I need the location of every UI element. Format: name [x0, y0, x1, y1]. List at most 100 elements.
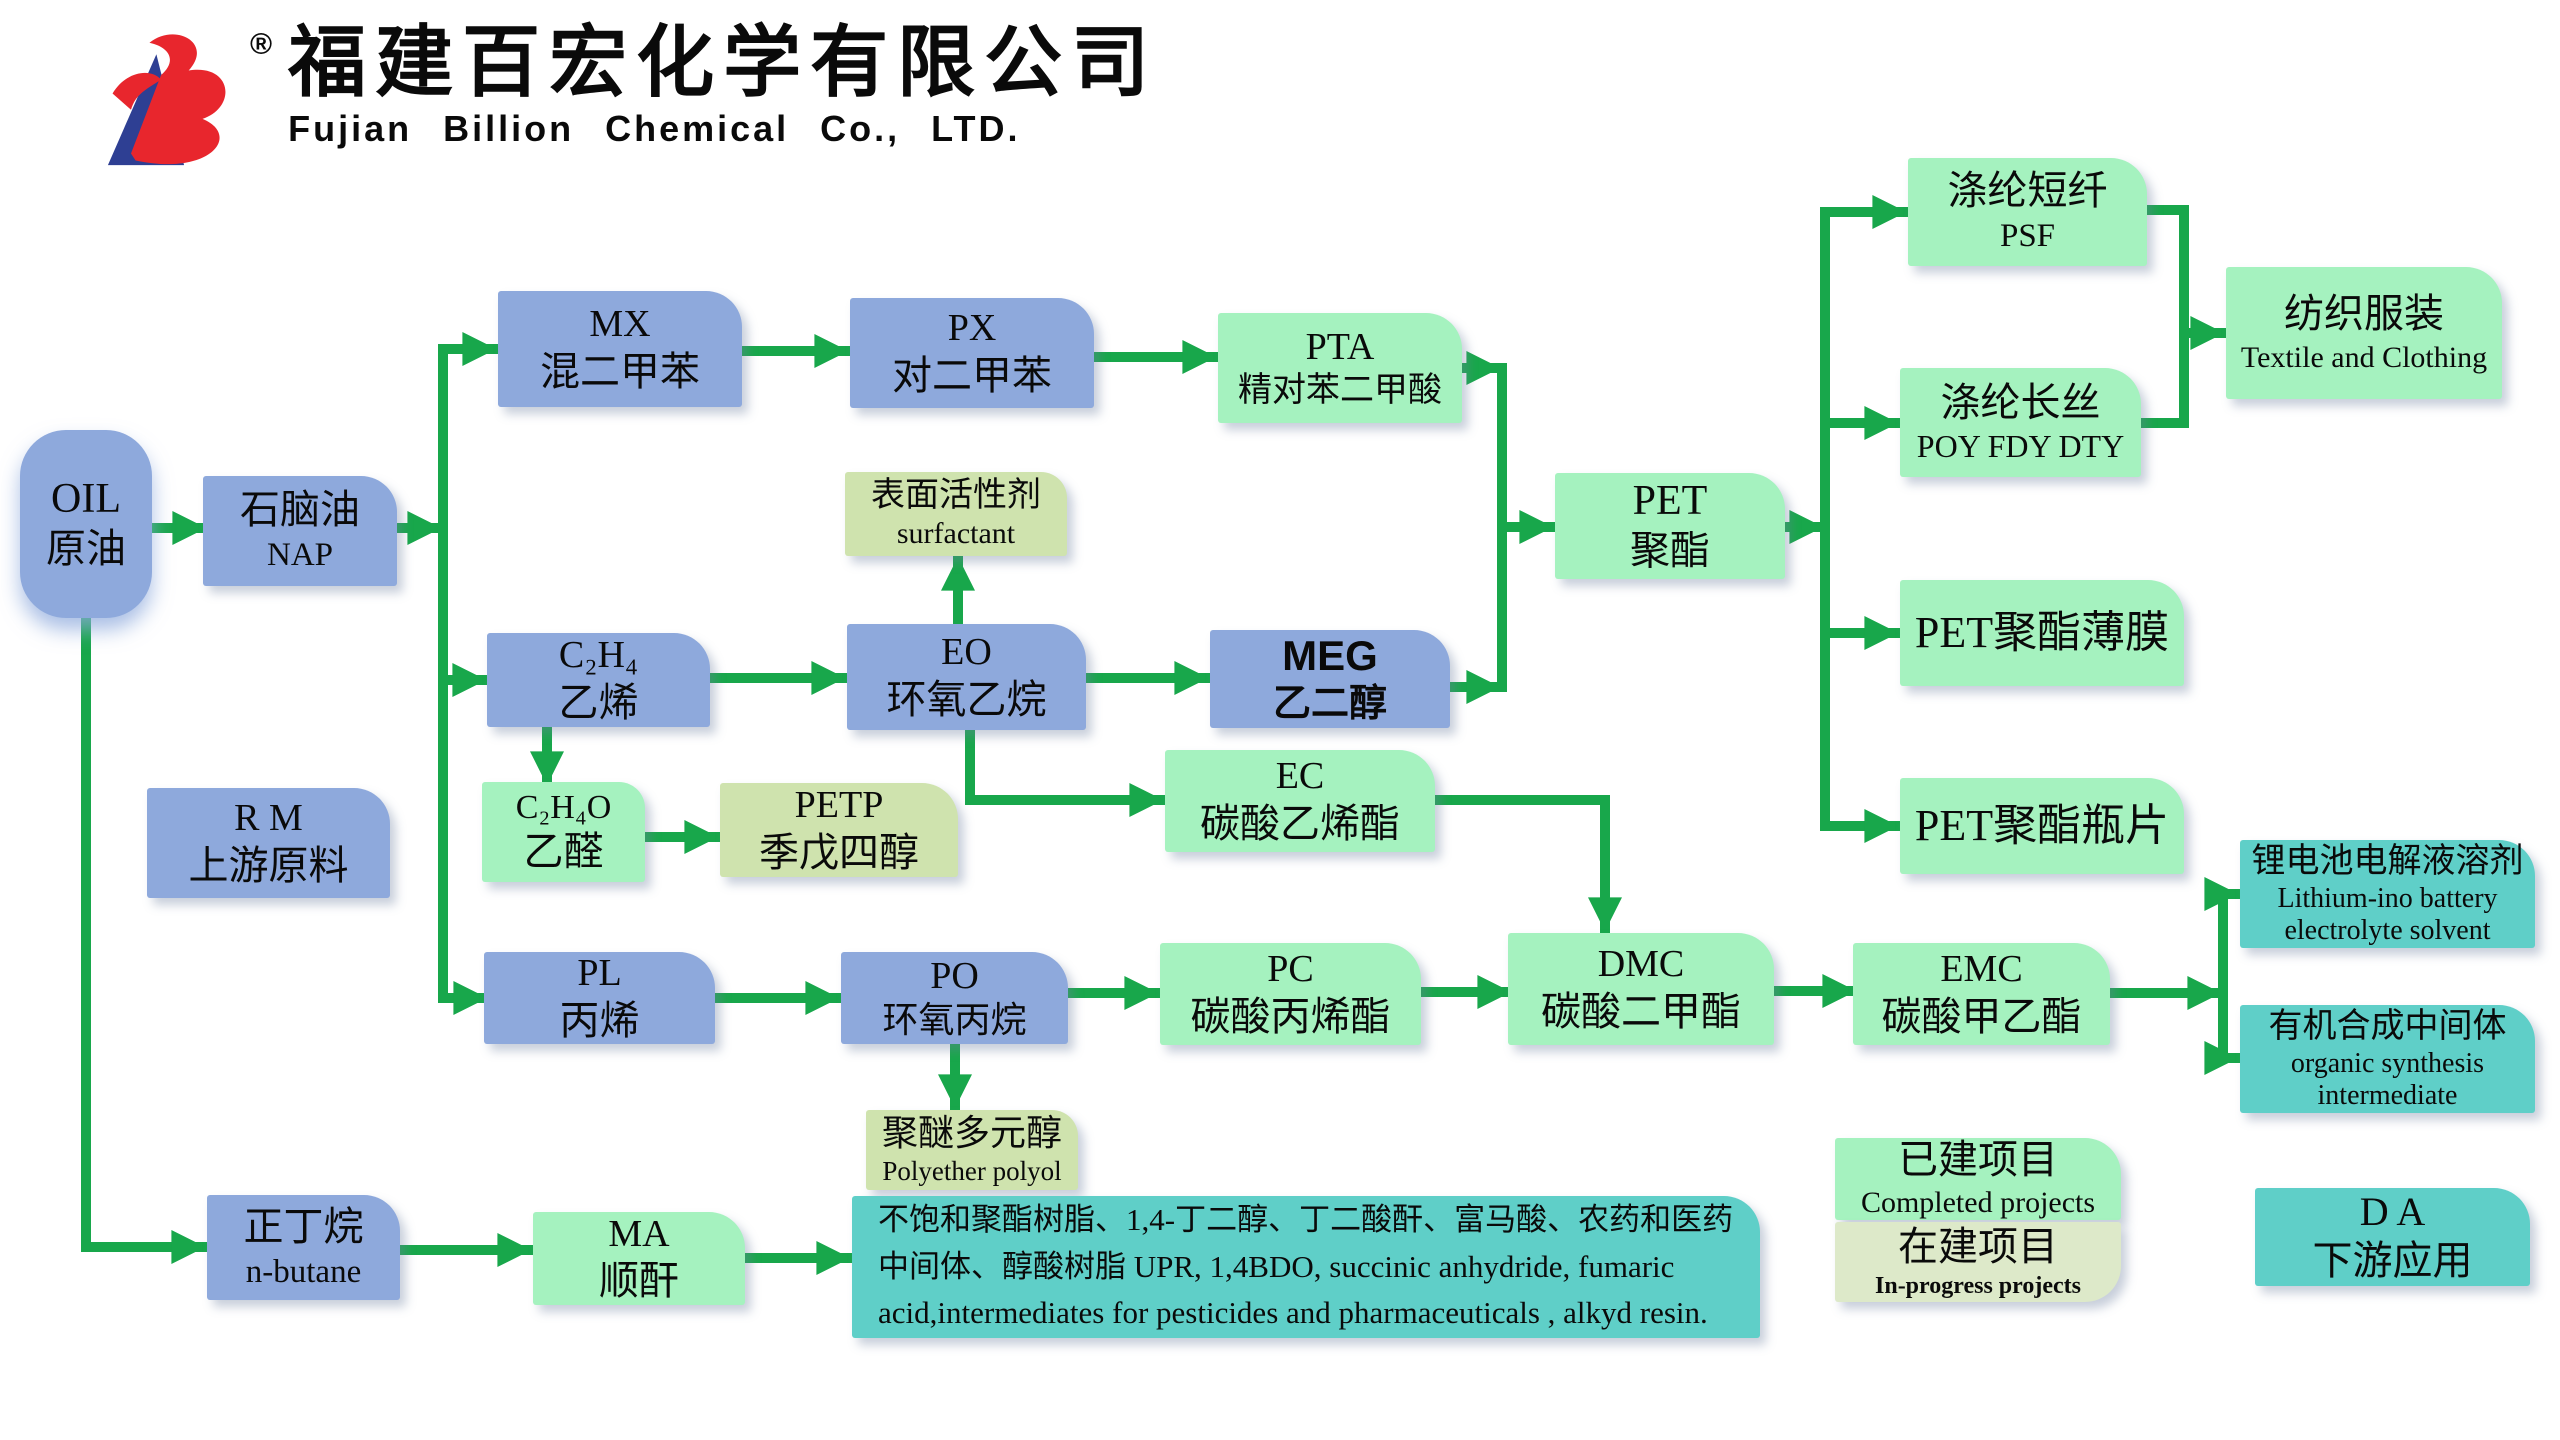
- node-pl-title: PL: [577, 952, 622, 995]
- node-po-subtitle: 环氧丙烷: [882, 1000, 1027, 1041]
- node-oil-title: OIL: [51, 475, 121, 522]
- legend-completed-subtitle: Completed projects: [1860, 1186, 2096, 1220]
- node-libattery-subtitle: Lithium-ino battery electrolyte solvent: [2277, 882, 2498, 946]
- node-psf-title: 涤纶短纤: [1947, 168, 2108, 214]
- node-nbutane-subtitle: n-butane: [245, 1253, 362, 1290]
- node-mx-subtitle: 混二甲苯: [540, 348, 700, 394]
- node-organic-subtitle: organic synthesis intermediate: [2290, 1047, 2485, 1111]
- node-nbutane-title: 正丁烷: [243, 1203, 364, 1249]
- node-emc-subtitle: 碳酸甲乙酯: [1881, 993, 2082, 1039]
- node-mx-title: MX: [589, 303, 651, 346]
- node-oil-subtitle: 原油: [46, 526, 126, 572]
- node-pc-title: PC: [1267, 948, 1314, 991]
- node-ec-title: EC: [1275, 755, 1325, 798]
- node-ma-subtitle: 顺酐: [599, 1258, 679, 1304]
- node-px-subtitle: 对二甲苯: [892, 352, 1052, 398]
- connector-ec-dmc: [1430, 795, 1623, 933]
- node-dmc-subtitle: 碳酸二甲酯: [1541, 988, 1741, 1034]
- company-logo: ® 福建百宏化学有限公司 Fujian Billion Chemical Co.…: [96, 18, 1159, 172]
- node-pta-title: PTA: [1305, 326, 1375, 369]
- node-c2h4o-subtitle: 乙醛: [523, 829, 604, 875]
- logo-text: 福建百宏化学有限公司 Fujian Billion Chemical Co., …: [288, 18, 1159, 150]
- connector-oil-nbutane: [81, 613, 207, 1265]
- node-downstream-products: 不饱和聚酯树脂、1,4-丁二醇、丁二酸酐、富马酸、农药和医药中间体、醇酸树脂 U…: [852, 1196, 1760, 1338]
- node-pet-film-title: PET聚酯薄膜: [1914, 608, 2170, 658]
- node-surfactant-title: 表面活性剂: [871, 476, 1041, 514]
- node-rm-title: R M: [234, 797, 303, 840]
- node-ec-subtitle: 碳酸乙烯酯: [1200, 800, 1400, 846]
- node-poy-subtitle: POY FDY DTY: [1916, 428, 2125, 465]
- node-eo: EO 环氧乙烷: [847, 624, 1086, 730]
- node-poy: 涤纶长丝 POY FDY DTY: [1900, 368, 2141, 477]
- node-da: D A 下游应用: [2255, 1188, 2530, 1286]
- node-pc-subtitle: 碳酸丙烯酯: [1190, 993, 1391, 1039]
- logo-b-icon: [107, 34, 226, 166]
- node-rm-subtitle: 上游原料: [188, 842, 349, 888]
- node-meg: MEG 乙二醇: [1210, 630, 1450, 728]
- node-ma: MA 顺酐: [533, 1212, 745, 1305]
- node-ec: EC 碳酸乙烯酯: [1165, 750, 1435, 852]
- node-mx: MX 混二甲苯: [498, 291, 742, 407]
- legend-inprogress-title: 在建项目: [1898, 1223, 2058, 1269]
- node-dmc: DMC 碳酸二甲酯: [1508, 933, 1774, 1045]
- node-organic-title: 有机合成中间体: [2268, 1008, 2507, 1046]
- legend-completed-title: 已建项目: [1898, 1137, 2058, 1183]
- node-pc: PC 碳酸丙烯酯: [1160, 943, 1421, 1045]
- node-meg-title: MEG: [1282, 632, 1378, 680]
- connector-eo-ec: [965, 725, 1165, 818]
- node-nbutane: 正丁烷 n-butane: [207, 1195, 400, 1300]
- node-textile-title: 纺织服装: [2284, 290, 2444, 336]
- node-c2h4-subtitle: 乙烯: [558, 679, 639, 725]
- node-nap-subtitle: NAP: [266, 537, 334, 574]
- node-po: PO 环氧丙烷: [841, 952, 1068, 1044]
- node-libattery: 锂电池电解液溶剂 Lithium-ino battery electrolyte…: [2240, 840, 2535, 948]
- node-dmc-title: DMC: [1597, 943, 1685, 986]
- node-da-subtitle: 下游应用: [2312, 1238, 2473, 1283]
- node-oil: OIL 原油: [20, 430, 152, 618]
- node-pet-bottle-title: PET聚酯瓶片: [1914, 801, 2170, 851]
- node-da-title: D A: [2359, 1189, 2426, 1235]
- node-pet-bottle: PET聚酯瓶片: [1900, 778, 2184, 874]
- legend-inprogress-subtitle: In-progress projects: [1875, 1272, 2081, 1299]
- node-pta: PTA 精对苯二甲酸: [1218, 313, 1462, 423]
- node-poy-title: 涤纶长丝: [1940, 379, 2101, 425]
- node-eo-subtitle: 环氧乙烷: [886, 676, 1047, 722]
- node-c2h4o: C₂H₄O 乙醛: [482, 782, 645, 882]
- node-libattery-title: 锂电池电解液溶剂: [2251, 843, 2524, 881]
- node-nap: 石脑油 NAP: [203, 476, 397, 586]
- node-textile: 纺织服装 Textile and Clothing: [2226, 267, 2502, 399]
- node-meg-subtitle: 乙二醇: [1272, 683, 1387, 726]
- node-surfactant: 表面活性剂 surfactant: [845, 472, 1067, 556]
- node-pet-subtitle: 聚酯: [1630, 528, 1710, 574]
- node-eo-title: EO: [941, 631, 992, 674]
- node-psf-subtitle: PSF: [1999, 218, 2056, 255]
- node-po-title: PO: [930, 954, 979, 997]
- node-polyol: 聚醚多元醇 Polyether polyol: [866, 1110, 1078, 1190]
- node-surfactant-subtitle: surfactant: [896, 517, 1016, 551]
- node-pet: PET 聚酯: [1555, 473, 1785, 579]
- company-name-zh: 福建百宏化学有限公司: [288, 18, 1159, 106]
- node-c2h4: C₂H₄ 乙烯: [487, 633, 710, 727]
- node-pta-subtitle: 精对苯二甲酸: [1238, 372, 1442, 410]
- registered-mark: ®: [250, 28, 273, 61]
- node-downstream-products-text: 不饱和聚酯树脂、1,4-丁二醇、丁二酸酐、富马酸、农药和医药中间体、醇酸树脂 U…: [878, 1202, 1734, 1331]
- node-px-title: PX: [947, 307, 997, 350]
- node-c2h4o-title: C₂H₄O: [515, 788, 612, 826]
- node-polyol-title: 聚醚多元醇: [881, 1112, 1062, 1153]
- node-pl: PL 丙烯: [484, 952, 715, 1044]
- node-textile-subtitle: Textile and Clothing: [2240, 340, 2488, 374]
- node-emc: EMC 碳酸甲乙酯: [1853, 943, 2110, 1045]
- legend-inprogress-projects: 在建项目 In-progress projects: [1835, 1222, 2121, 1302]
- node-petp-subtitle: 季戊四醇: [759, 829, 919, 875]
- node-psf: 涤纶短纤 PSF: [1908, 158, 2147, 266]
- node-emc-title: EMC: [1940, 948, 2023, 991]
- node-polyol-subtitle: Polyether polyol: [882, 1156, 1062, 1187]
- node-c2h4-title: C₂H₄: [558, 634, 639, 677]
- company-name-en: Fujian Billion Chemical Co., LTD.: [288, 107, 1021, 149]
- node-pl-subtitle: 丙烯: [559, 997, 640, 1043]
- node-petp: PETP 季戊四醇: [720, 783, 958, 877]
- node-ma-title: MA: [608, 1212, 670, 1255]
- node-organic: 有机合成中间体 organic synthesis intermediate: [2240, 1005, 2535, 1113]
